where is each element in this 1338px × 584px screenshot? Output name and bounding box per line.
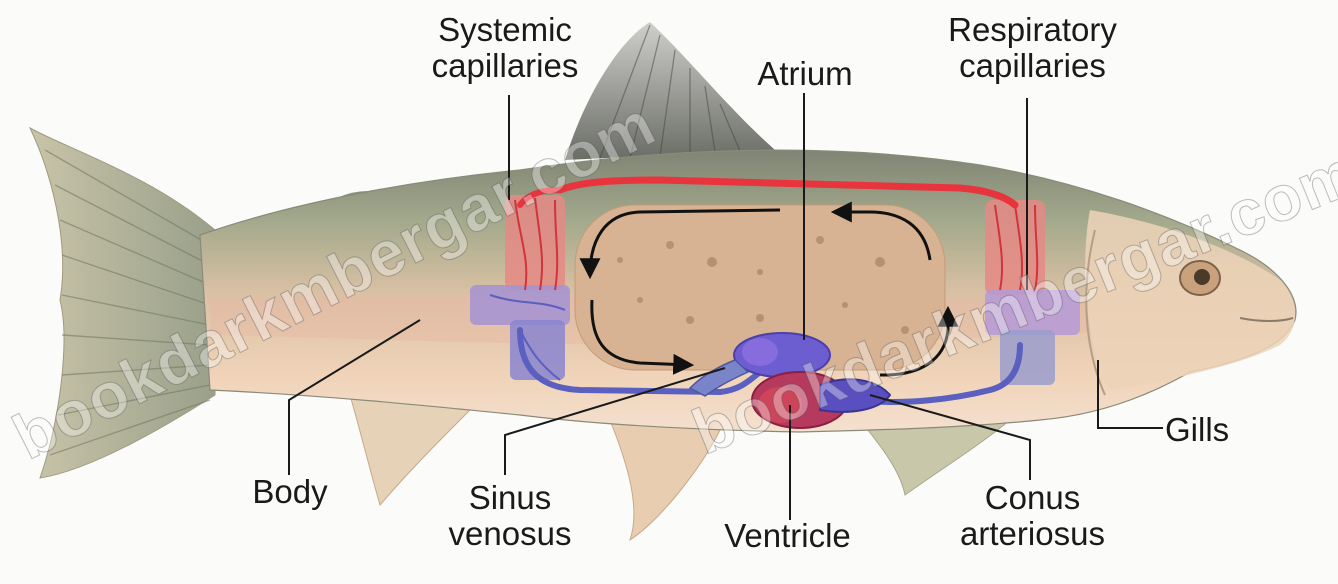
label-sinus-venosus: Sinus venosus bbox=[440, 480, 580, 552]
label-systemic-line2: capillaries bbox=[415, 48, 595, 84]
label-respiratory-line2: capillaries bbox=[930, 48, 1135, 84]
label-conus-line1: Conus bbox=[940, 480, 1125, 516]
label-conus-line2: arteriosus bbox=[940, 516, 1125, 552]
label-gills: Gills bbox=[1165, 412, 1265, 448]
label-systemic-line1: Systemic bbox=[415, 12, 595, 48]
label-atrium: Atrium bbox=[735, 56, 875, 92]
label-sinus-line1: Sinus bbox=[440, 480, 580, 516]
label-ventricle: Ventricle bbox=[705, 518, 870, 554]
label-respiratory-line1: Respiratory bbox=[930, 12, 1135, 48]
label-respiratory-capillaries: Respiratory capillaries bbox=[930, 12, 1135, 84]
label-conus-arteriosus: Conus arteriosus bbox=[940, 480, 1125, 552]
label-systemic-capillaries: Systemic capillaries bbox=[415, 12, 595, 84]
label-body: Body bbox=[235, 474, 345, 510]
label-sinus-line2: venosus bbox=[440, 516, 580, 552]
